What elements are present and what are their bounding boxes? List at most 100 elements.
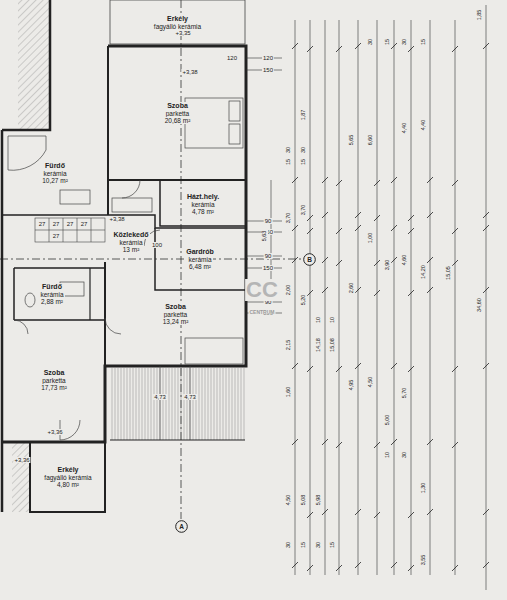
dimension-value: 15: [286, 158, 292, 166]
dimension-tick: [391, 43, 397, 49]
room-detail: 13 m²: [122, 246, 141, 253]
room-detail: kerámia: [190, 201, 215, 208]
dimension-tick: [483, 225, 489, 231]
dimension-value: 15: [301, 158, 307, 166]
dimension-value: 2,60: [349, 282, 355, 295]
dimension-value: 10: [385, 451, 391, 459]
room-name: Szoba: [166, 102, 189, 110]
room-detail: parketta: [163, 311, 189, 318]
dimension-value: 1,60: [286, 386, 292, 399]
room-detail: kerámia: [39, 291, 64, 298]
plan-note: 27: [52, 221, 61, 227]
dimension-value: 5,00: [385, 414, 391, 427]
dimension-tick: [452, 260, 458, 266]
dimension-tick: [336, 180, 342, 186]
plan-note: +3,35: [174, 30, 191, 36]
dimension-tick: [355, 287, 361, 293]
dimension-tick: [322, 439, 328, 445]
room-name: Házt.hely.: [186, 193, 220, 201]
dimension-tick: [307, 46, 313, 52]
dimension-value: 15: [330, 541, 336, 549]
dimension-value: 30: [286, 541, 292, 549]
dimension-tick: [408, 512, 414, 518]
axis-letter: A: [178, 523, 185, 530]
dimension-tick: [322, 509, 328, 515]
dimension-value: 5,65: [349, 134, 355, 147]
dimension-tick: [322, 257, 328, 263]
plan-note: 150: [262, 67, 274, 73]
dimension-value: 30: [402, 38, 408, 46]
dimension-tick: [374, 512, 380, 518]
dimension-tick: [336, 46, 342, 52]
dimension-value: 5,08: [301, 494, 307, 507]
dimension-tick: [483, 363, 489, 369]
dimension-value: 3,70: [286, 212, 292, 225]
dimension-tick: [391, 225, 397, 231]
dimension-value: 14,18: [316, 337, 322, 353]
dimension-value: 10: [316, 316, 322, 324]
dimension-tick: [292, 439, 298, 445]
dimension-value: 1,00: [368, 232, 374, 245]
dimension-tick: [355, 225, 361, 231]
dimension-value: 15: [385, 38, 391, 46]
dimension-tick: [374, 442, 380, 448]
dimension-value: 5,98: [316, 494, 322, 507]
plan-note: +3,36: [13, 457, 30, 463]
dimension-tick: [307, 290, 313, 296]
room-label: Gardróbkerámia6,48 m²: [157, 230, 243, 288]
plan-note: 120: [226, 55, 238, 61]
dimension-value: 3,70: [301, 204, 307, 217]
watermark: CC: [245, 279, 279, 301]
dimension-tick: [336, 565, 342, 571]
dimension-tick: [355, 562, 361, 568]
axis-letter: B: [306, 256, 313, 263]
dimension-tick: [307, 512, 313, 518]
walls: [2, 0, 246, 512]
room-detail: 4,78 m²: [191, 208, 215, 215]
room-label: Fürdőkerámia2,88 m²: [16, 270, 88, 318]
dimension-tick: [427, 257, 433, 263]
dimension-tick: [483, 562, 489, 568]
dimension-value: 3,55: [421, 554, 427, 567]
dimension-tick: [427, 509, 433, 515]
room-label: Fürdőkerámia10,27 m²: [4, 132, 106, 214]
dimension-tick: [408, 46, 414, 52]
room-label: Szobaparketta20,68 m²: [110, 48, 245, 178]
room-name: Gardrób: [185, 248, 215, 256]
dimension-value: 34,60: [477, 297, 483, 313]
dimension-tick: [427, 287, 433, 293]
dimension-tick: [336, 366, 342, 372]
dimension-tick: [452, 442, 458, 448]
axis-lines: [0, 0, 302, 519]
dimension-tick: [408, 565, 414, 571]
dimension-value: 15,05: [446, 265, 452, 281]
dimension-tick: [292, 43, 298, 49]
dimension-tick: [336, 442, 342, 448]
balcony-fill: [12, 0, 245, 512]
plan-note: 27: [66, 221, 75, 227]
dimension-value: 4,60: [402, 254, 408, 267]
dimension-tick: [391, 562, 397, 568]
axis-bubble: A: [175, 520, 188, 533]
room-label: Szobaparketta13,24 m²: [107, 292, 244, 336]
room-detail: 4,80 m²: [56, 481, 80, 488]
dimension-tick: [374, 260, 380, 266]
plan-note: +3,38: [181, 69, 198, 75]
room-detail: 13,24 m²: [162, 318, 190, 325]
dimension-value: 30: [368, 38, 374, 46]
dimension-tick: [355, 509, 361, 515]
dimension-value: 3,90: [385, 259, 391, 272]
dimension-tick: [483, 509, 489, 515]
plan-note: 90: [264, 218, 273, 224]
dimension-tick: [408, 215, 414, 221]
watermark: CENTRUM: [249, 310, 276, 315]
dimension-tick: [374, 180, 380, 186]
dimension-tick: [336, 260, 342, 266]
dimension-value: 4,50: [286, 494, 292, 507]
dimension-value: 5,63: [262, 230, 268, 243]
dimension-lines: [246, 5, 486, 590]
dimension-tick: [307, 565, 313, 571]
plan-note: 120: [262, 55, 274, 61]
room-detail: 10,27 m²: [41, 177, 69, 184]
room-name: Erkély: [166, 15, 189, 23]
